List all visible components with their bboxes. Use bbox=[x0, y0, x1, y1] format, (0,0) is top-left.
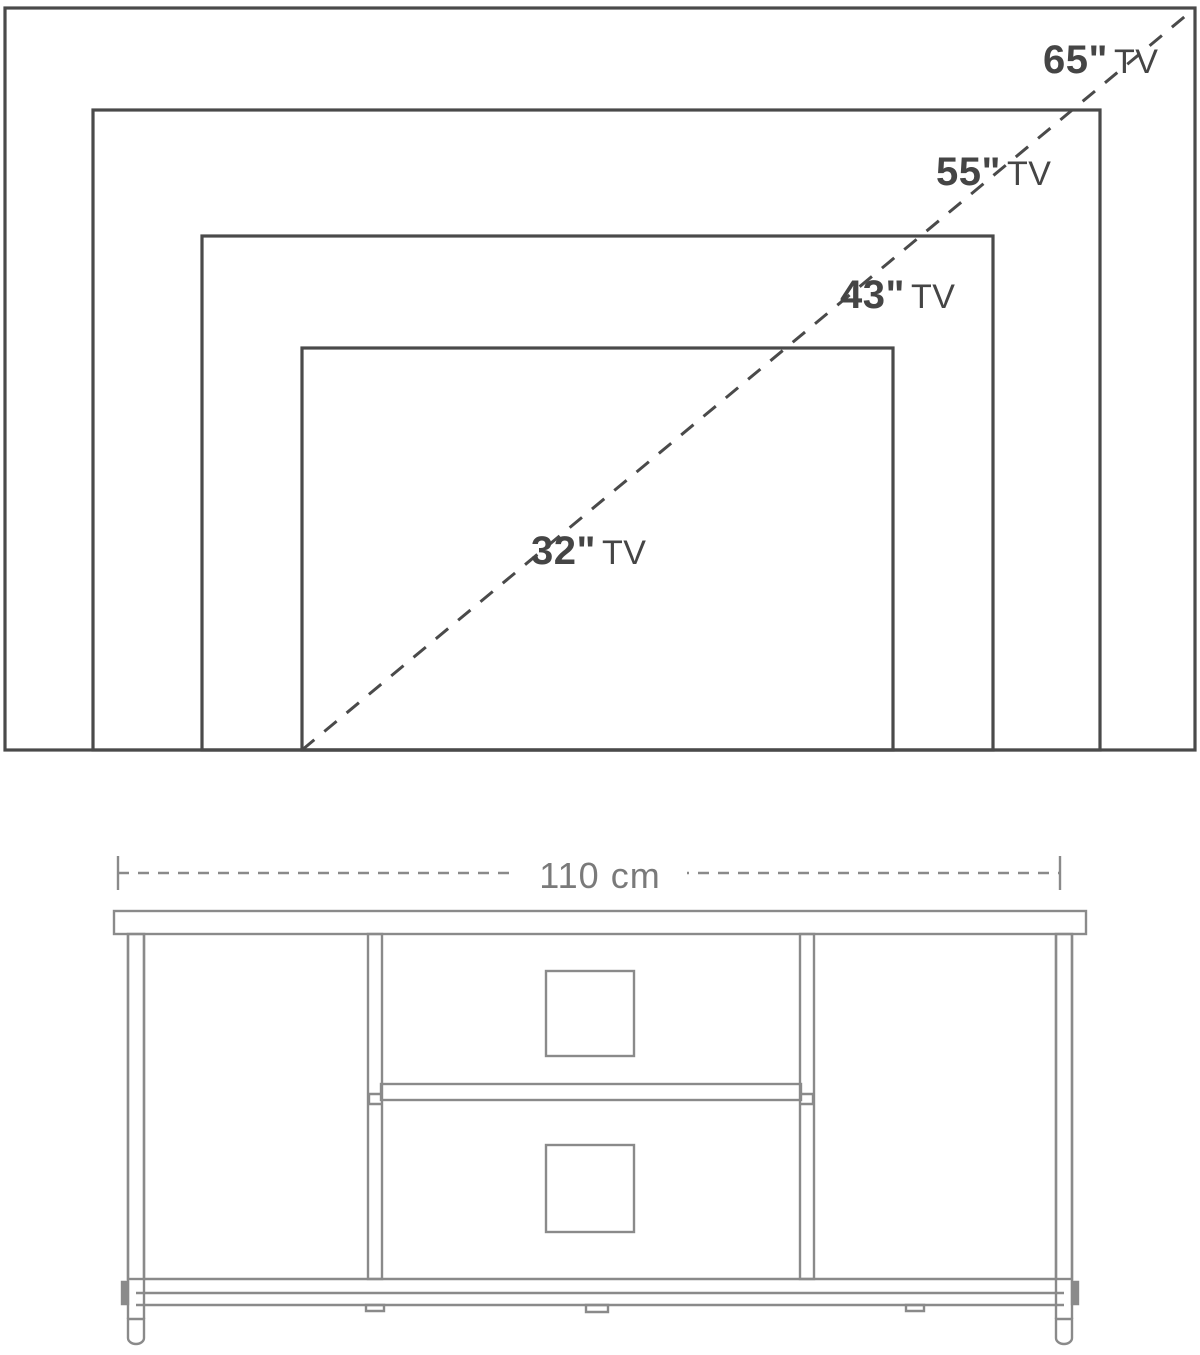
dimension-label-backing: 110 cm bbox=[513, 855, 687, 896]
diagonal-dashed-line bbox=[301, 6, 1196, 752]
label-size-tv-65: 65" bbox=[1043, 38, 1108, 82]
shelf-bracket-right bbox=[801, 1092, 815, 1106]
tv-stand-drawing bbox=[112, 856, 1088, 1346]
screen-outline-tv-55 bbox=[91, 108, 1102, 752]
right-side-panel bbox=[1054, 932, 1074, 1281]
label-unit-tv-65: TV bbox=[1113, 43, 1159, 81]
screen-outline-tv-65 bbox=[3, 6, 1197, 752]
right-leg-bracket bbox=[1070, 1280, 1080, 1306]
label-tv-32: 32"TV bbox=[531, 529, 646, 574]
upper-cable-cutout bbox=[544, 969, 636, 1058]
left-leg-bracket bbox=[120, 1280, 130, 1306]
right-leg-foot-cap bbox=[1054, 1317, 1074, 1346]
label-unit-tv-43: TV bbox=[910, 278, 956, 316]
divider-foot-right bbox=[904, 1303, 926, 1313]
left-leg-foot-cap bbox=[126, 1317, 146, 1346]
left-divider-panel bbox=[366, 932, 384, 1281]
label-unit-tv-55: TV bbox=[1006, 155, 1052, 193]
screen-outline-tv-32 bbox=[300, 346, 895, 752]
diagonal-guide-line bbox=[301, 6, 1196, 752]
left-side-panel bbox=[126, 932, 146, 1281]
center-foot-pad bbox=[584, 1303, 610, 1314]
screen-rectangles bbox=[3, 6, 1197, 752]
label-size-tv-32: 32" bbox=[531, 529, 596, 573]
shelf-bracket-left bbox=[367, 1092, 381, 1106]
divider-foot-left bbox=[364, 1303, 386, 1313]
label-size-tv-55: 55" bbox=[936, 150, 1001, 194]
right-divider-panel bbox=[798, 932, 816, 1281]
label-unit-tv-32: TV bbox=[601, 534, 647, 572]
middle-shelf bbox=[379, 1082, 803, 1102]
lower-cable-cutout bbox=[544, 1143, 636, 1234]
label-tv-65: 65"TV bbox=[1043, 38, 1158, 83]
tabletop-panel bbox=[112, 909, 1088, 936]
width-dimension-label: 110 cm bbox=[0, 855, 1200, 897]
label-size-tv-43: 43" bbox=[840, 273, 905, 317]
label-tv-55: 55"TV bbox=[936, 150, 1051, 195]
label-tv-43: 43"TV bbox=[840, 273, 955, 318]
